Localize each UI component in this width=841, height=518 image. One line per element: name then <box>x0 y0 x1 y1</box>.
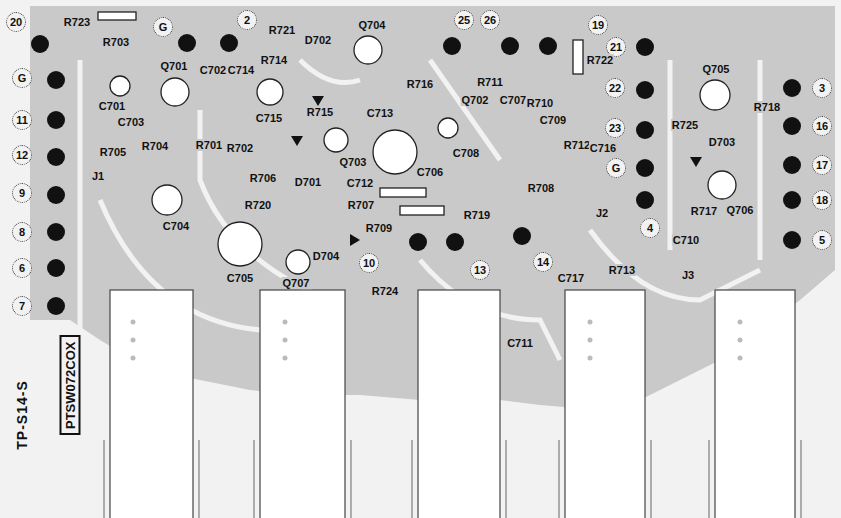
part-label: R723 <box>63 16 91 28</box>
part-label: C705 <box>226 272 254 284</box>
pad-number: 5 <box>812 230 832 250</box>
part-label: Q707 <box>282 277 311 289</box>
pad-number: G <box>606 158 626 178</box>
pad-number: 18 <box>812 190 832 210</box>
part-label: C703 <box>117 116 145 128</box>
finger-dots <box>131 320 743 361</box>
pad-number: 17 <box>812 155 832 175</box>
boxed-part-number: PTSW072COX <box>60 335 81 435</box>
solder-pads <box>31 34 801 315</box>
part-label: D702 <box>304 34 332 46</box>
board-edge-lines <box>104 440 801 518</box>
part-label: J2 <box>595 207 609 219</box>
pad-number: 4 <box>640 218 660 238</box>
part-label: R702 <box>226 142 254 154</box>
part-label: R718 <box>753 101 781 113</box>
part-label: C716 <box>589 142 617 154</box>
pad-number: 3 <box>812 78 832 98</box>
pad-number: 14 <box>533 252 553 272</box>
part-label: R710 <box>526 97 554 109</box>
part-label: R717 <box>690 205 718 217</box>
part-label: R703 <box>102 36 130 48</box>
part-label: R706 <box>249 172 277 184</box>
part-label: J3 <box>681 269 695 281</box>
pad-number: 22 <box>605 78 625 98</box>
part-label: Q701 <box>160 60 189 72</box>
pad-number: 8 <box>12 222 32 242</box>
pad-number: 11 <box>12 110 32 130</box>
part-label: Q706 <box>726 204 755 216</box>
part-label: R707 <box>347 199 375 211</box>
part-label: C708 <box>452 147 480 159</box>
part-label: Q704 <box>358 19 387 31</box>
part-label: Q703 <box>339 156 368 168</box>
part-label: R721 <box>268 24 296 36</box>
part-label: C704 <box>162 220 190 232</box>
part-label: C702 <box>199 64 227 76</box>
part-label: D703 <box>708 136 736 148</box>
part-label: R701 <box>195 139 223 151</box>
part-label: C717 <box>557 272 585 284</box>
part-label: R720 <box>244 199 272 211</box>
part-label: R722 <box>586 54 614 66</box>
part-number: PTSW072COX <box>63 342 78 429</box>
part-label: D701 <box>294 176 322 188</box>
part-label: Q705 <box>702 63 731 75</box>
part-label: C701 <box>98 100 126 112</box>
diode-symbols <box>291 96 702 246</box>
component-symbols <box>98 12 736 274</box>
part-label: C709 <box>539 114 567 126</box>
pad-number: G <box>153 17 173 37</box>
part-label: Q702 <box>461 94 490 106</box>
part-label: R711 <box>476 76 504 88</box>
part-label: R705 <box>99 146 127 158</box>
pad-number: 25 <box>454 10 474 30</box>
pad-number: 19 <box>588 15 608 35</box>
pad-number: 9 <box>12 183 32 203</box>
part-label: R708 <box>527 182 555 194</box>
part-label: C714 <box>227 64 255 76</box>
pad-number: 20 <box>6 12 26 32</box>
part-label: R719 <box>463 209 491 221</box>
part-label: J1 <box>91 170 105 182</box>
part-label: R713 <box>608 264 636 276</box>
pad-number: 23 <box>605 118 625 138</box>
pad-number: 6 <box>12 258 32 278</box>
part-label: D704 <box>312 250 340 262</box>
part-label: R714 <box>260 54 288 66</box>
pad-number: 10 <box>359 253 379 273</box>
part-label: C710 <box>672 234 700 246</box>
pad-number: G <box>12 68 32 88</box>
pad-number: 12 <box>12 145 32 165</box>
part-label: C706 <box>416 166 444 178</box>
part-label: R715 <box>306 106 334 118</box>
pad-number: 16 <box>812 116 832 136</box>
board-id-text: TP-S14-S <box>16 379 28 450</box>
part-label: R724 <box>371 285 399 297</box>
pad-number: 26 <box>480 10 500 30</box>
part-label: R704 <box>141 140 169 152</box>
part-label: C711 <box>506 337 534 349</box>
pad-number: 13 <box>470 260 490 280</box>
pad-number: 7 <box>12 296 32 316</box>
part-label: C715 <box>255 112 283 124</box>
part-label: R712 <box>563 139 591 151</box>
connector-fingers <box>110 290 795 518</box>
part-label: C713 <box>366 107 394 119</box>
part-label: C707 <box>499 94 527 106</box>
part-label: R725 <box>671 119 699 131</box>
part-label: C712 <box>346 177 374 189</box>
part-label: R709 <box>365 222 393 234</box>
pad-number: 2 <box>237 10 257 30</box>
part-label: R716 <box>406 78 434 90</box>
